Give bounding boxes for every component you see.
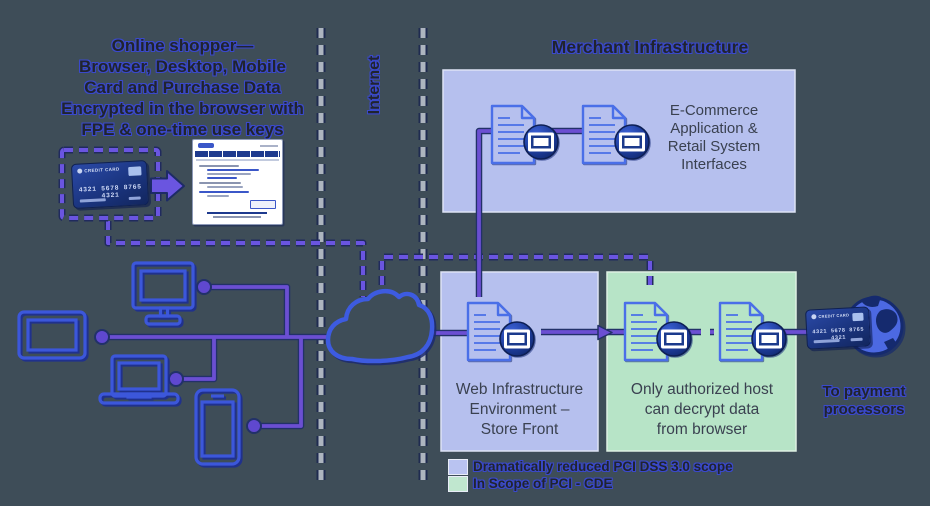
internet-label: Internet — [366, 55, 383, 115]
internet-cloud-icon — [325, 289, 435, 364]
thumbnail-text-bar — [199, 165, 239, 167]
encrypt-arrow-icon — [150, 170, 185, 202]
credit-card-icon-payment: CREDIT CARD 4321 5678 8765 4321 — [804, 306, 872, 350]
arrowhead-into-authorized-box — [597, 324, 613, 341]
credit-card-brand-text: CREDIT CARD — [818, 312, 850, 320]
thumbnail-divider — [196, 159, 279, 161]
legend: Dramatically reduced PCI DSS 3.0 scope I… — [448, 458, 778, 492]
authorized-label-line: Only authorized host — [630, 381, 774, 398]
ecommerce-label-line: Retail System — [667, 138, 761, 155]
thumbnail-text-bar — [207, 186, 243, 188]
shopper-heading: Online shopper— Browser, Desktop, Mobile… — [30, 35, 335, 140]
ecommerce-label-line: E-Commerce — [669, 102, 759, 119]
credit-card-icon: CREDIT CARD 4321 5678 8765 4321 — [70, 160, 150, 209]
checkout-page-thumbnail — [192, 139, 283, 225]
shopper-heading-line: Encrypted in the browser with — [61, 99, 304, 118]
thumbnail-header-bar — [260, 145, 278, 147]
smartphone-icon — [194, 388, 241, 466]
thumbnail-text-bar — [199, 182, 241, 184]
ecommerce-label-line: Interfaces — [681, 156, 747, 173]
web-label-line: Environment – — [469, 401, 570, 418]
connector-dots — [94, 279, 262, 434]
card-chip — [128, 166, 142, 177]
thumbnail-footer-bar — [207, 212, 267, 214]
thumbnail-text-bar — [207, 173, 251, 175]
thumbnail-text-bar — [207, 177, 237, 179]
thumbnail-text-bar — [207, 169, 259, 171]
legend-item-reduced-scope: Dramatically reduced PCI DSS 3.0 scope — [448, 458, 778, 475]
legend-label: In Scope of PCI - CDE — [473, 476, 613, 491]
web-label-line: Store Front — [480, 421, 559, 438]
card-logo-icon — [77, 168, 83, 174]
card-chip — [852, 312, 864, 322]
shopper-devices — [17, 261, 241, 466]
card-date-bar — [850, 337, 863, 342]
legend-label: Dramatically reduced PCI DSS 3.0 scope — [473, 459, 733, 474]
card-logo-icon — [811, 314, 817, 320]
web-infrastructure-box — [440, 271, 599, 452]
authorized-host-label: Only authorized host can decrypt data fr… — [608, 380, 796, 440]
shopper-heading-line: Online shopper— — [111, 36, 254, 55]
merchant-infrastructure-title: Merchant Infrastructure — [551, 37, 749, 57]
credit-card-brand-text: CREDIT CARD — [84, 166, 120, 174]
web-infrastructure-label: Web Infrastructure Environment – Store F… — [443, 380, 596, 440]
ecommerce-label-line: Application & — [670, 120, 758, 137]
card-name-bar — [79, 198, 106, 203]
shopper-heading-line: Card and Purchase Data — [84, 78, 281, 97]
thumbnail-submit-button — [250, 200, 276, 209]
thumbnail-logo — [198, 143, 214, 148]
payment-processors-label: To payment processors — [800, 383, 928, 419]
legend-swatch-reduced-scope — [448, 458, 468, 475]
shopper-heading-line: FPE & one-time use keys — [81, 120, 284, 139]
credit-card-brand: CREDIT CARD — [77, 166, 120, 174]
card-date-bar — [128, 196, 141, 201]
thumbnail-nav-bar — [195, 151, 280, 157]
thumbnail-footer-bar — [213, 216, 261, 218]
thumbnail-text-bar — [207, 195, 229, 197]
credit-card-brand: CREDIT CARD — [811, 312, 850, 320]
card-name-bar — [813, 338, 840, 344]
authorized-label-line: from browser — [656, 421, 748, 438]
legend-item-in-scope: In Scope of PCI - CDE — [448, 475, 778, 492]
shopper-heading-line: Browser, Desktop, Mobile — [79, 57, 286, 76]
authorized-label-line: can decrypt data — [644, 401, 760, 418]
tablet-icon — [17, 310, 87, 360]
legend-swatch-in-scope — [448, 475, 468, 492]
payment-label-line: To payment — [822, 383, 906, 400]
desktop-monitor-icon — [131, 261, 195, 326]
encrypted-data-dashed-path — [104, 221, 654, 300]
ecommerce-box-label: E-Commerce Application & Retail System I… — [645, 102, 783, 174]
payment-label-line: processors — [823, 401, 905, 418]
laptop-icon — [98, 354, 180, 405]
web-label-line: Web Infrastructure — [455, 381, 584, 398]
thumbnail-text-bar — [199, 191, 249, 193]
